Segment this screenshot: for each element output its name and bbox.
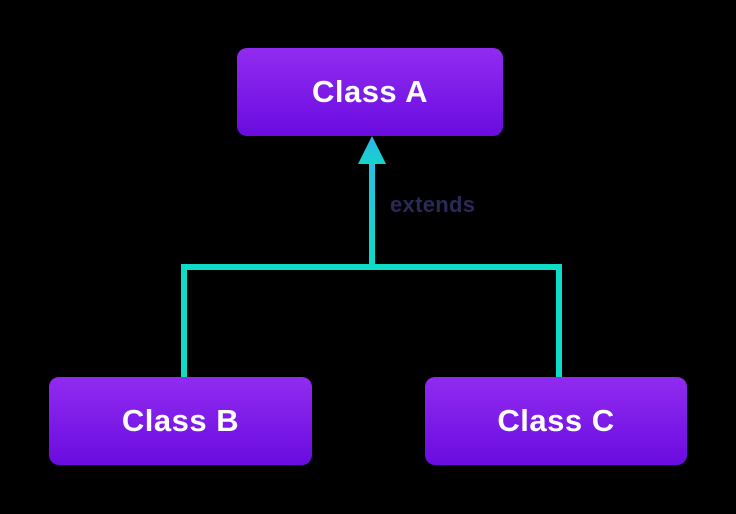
node-class-b-label: Class B: [121, 403, 240, 438]
edge-label-extends: extends: [390, 192, 476, 217]
node-class-c: Class C: [425, 377, 687, 465]
connector-branch-line: [181, 264, 562, 378]
node-class-a-label: Class A: [311, 74, 429, 109]
node-class-a: Class A: [237, 48, 503, 136]
node-class-b: Class B: [49, 377, 312, 465]
node-class-c-label: Class C: [497, 403, 615, 438]
arrowhead-icon: [358, 136, 386, 164]
